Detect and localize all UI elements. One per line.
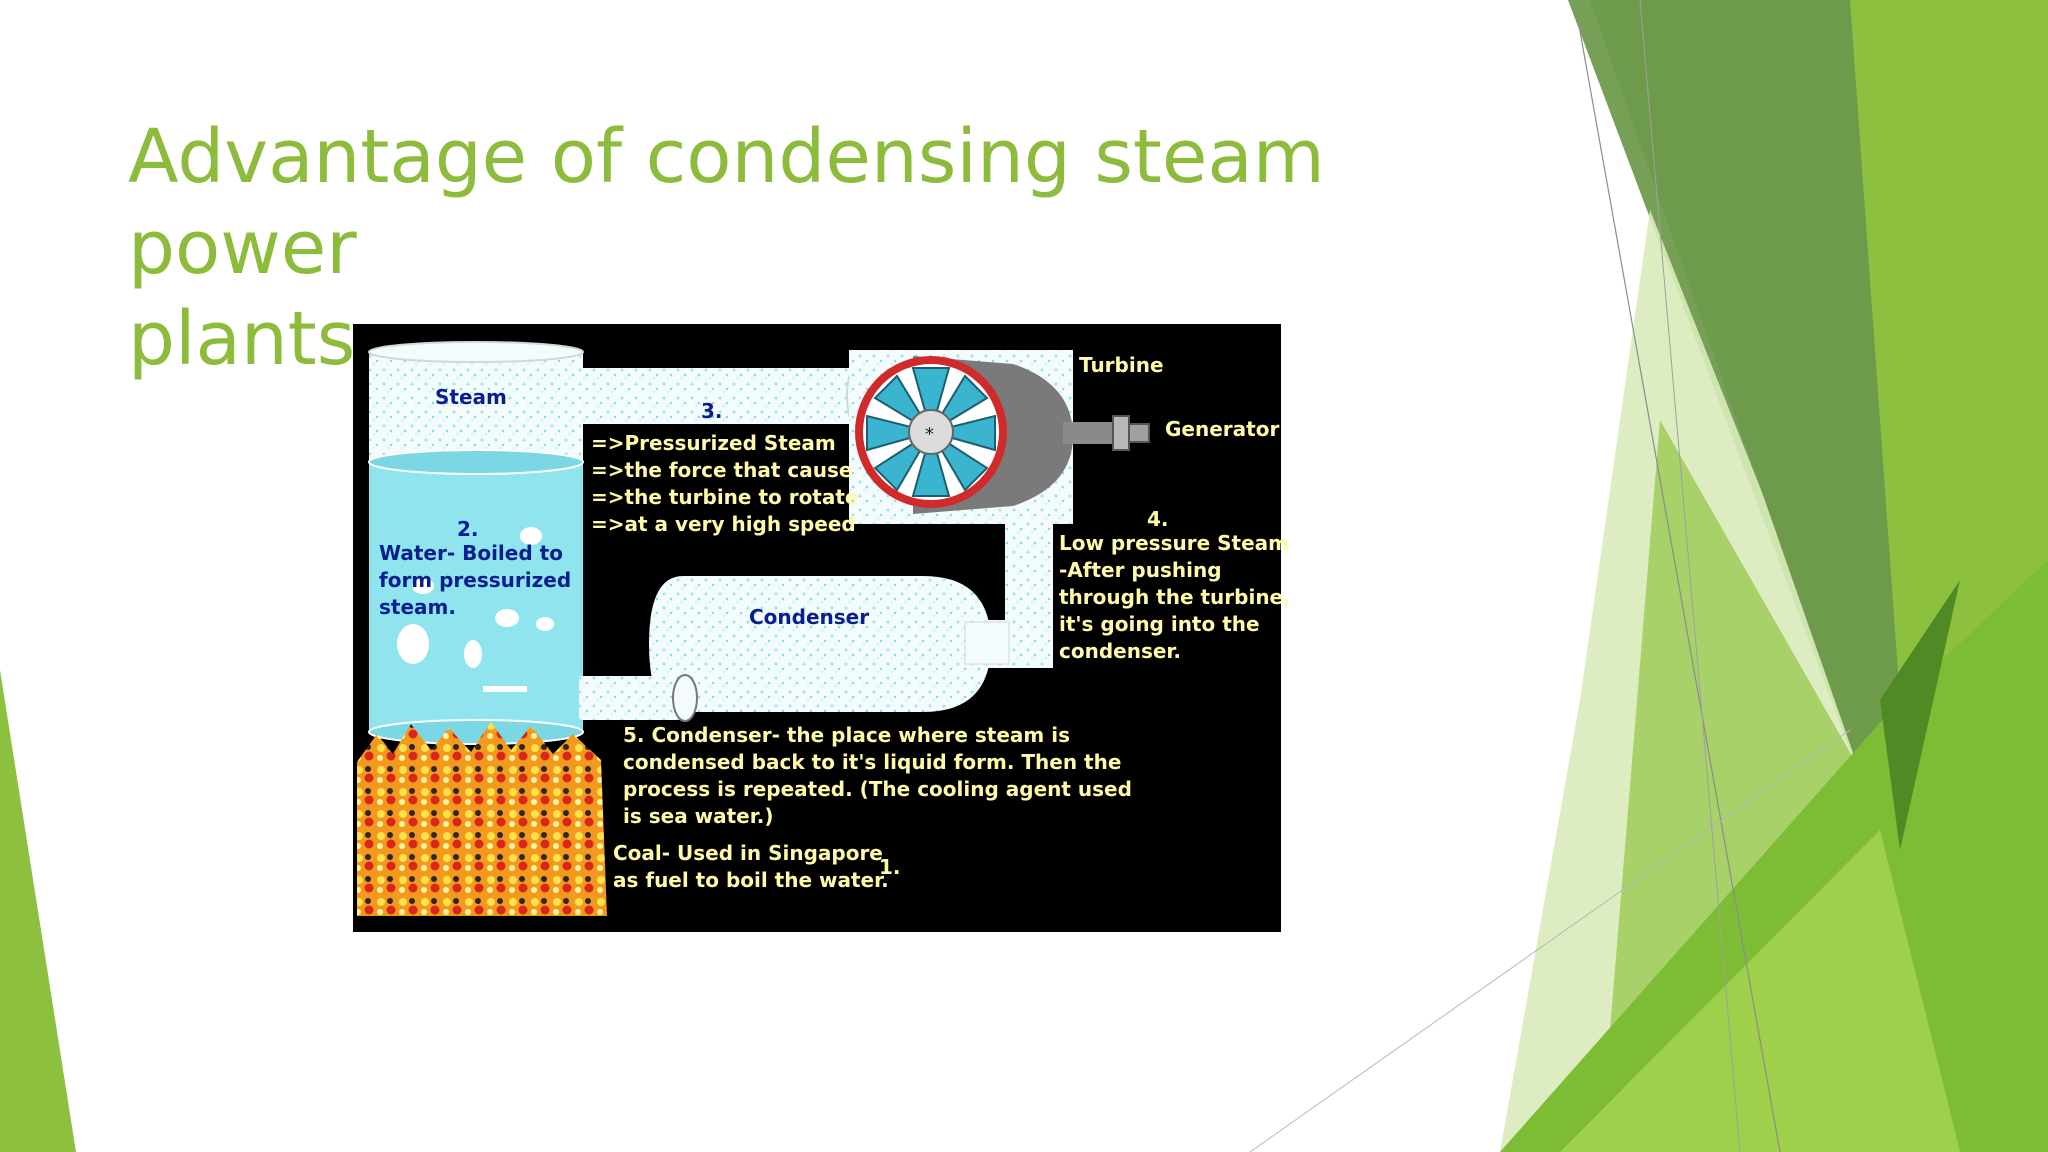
slide-title-line-1: Advantage of condensing steam power [128,114,1325,291]
return-pipe-end [672,674,698,722]
step-1-description: Coal- Used in Singapore as fuel to boil … [613,841,889,892]
boiler-water-surface [368,449,584,475]
turbine-blade [911,367,951,436]
step-3-description: =>Pressurized Steam =>the force that cau… [591,431,859,536]
slide-title-line-2: plants [128,296,356,382]
steam-pipe-top [581,368,857,424]
turbine-blade [927,414,996,452]
condenser-inlet [964,621,1010,665]
diagram-graphics: * [357,341,1150,916]
boiler-water [369,462,583,732]
step-4-description: Low pressure Steam -After pushing throug… [1059,531,1291,663]
boiler-tank [368,341,584,745]
step-5-description: 5. Condenser- the place where steam is c… [623,723,1132,828]
turbine: * [849,350,1150,524]
step-2-number: 2. [457,517,479,541]
boiler-steam-space [369,352,583,462]
deco-thin-line-3 [1639,0,1741,1152]
boiler-top-rim [368,341,584,363]
deco-thin-line-1 [1577,19,1781,1152]
deco-right-bottom-light [1560,830,1960,1152]
turbine-hub [908,409,954,455]
condenser [649,576,1010,712]
deco-right-dark-inner [1590,0,1900,830]
water-bubble [520,527,542,545]
water-bubble [536,617,554,631]
step-3-number: 3. [701,399,723,423]
water-bubble [495,609,519,627]
deco-right-deep-green [1880,580,1960,850]
step-2-description: Water- Boiled to form pressurized steam. [379,541,572,619]
turbine-blades [866,367,996,497]
water-bubble [483,686,527,692]
turbine-blade [866,414,935,452]
condenser-label: Condenser [749,605,870,629]
fire-flames [357,722,607,916]
turbine-hub-mark: * [925,424,934,445]
turbine-blade [911,428,951,497]
steam-power-plant-diagram: * Steam 3. =>Pressurized Steam =>the for… [353,324,1291,932]
steam-label: Steam [435,385,507,409]
deco-thin-line-2 [1249,729,1851,1152]
water-bubble [412,578,434,594]
generator-coupling [1112,415,1130,451]
turbine-label: Turbine [1079,353,1164,377]
generator-body [1128,423,1150,443]
step-4-number: 4. [1147,507,1169,531]
water-bubble [397,624,429,664]
water-bubble [464,640,482,668]
return-pipe [579,676,689,720]
deco-left-green-shard [0,670,76,1152]
water-bottom-rim [368,719,584,745]
condenser-shell [649,576,991,712]
generator-label: Generator [1165,417,1280,441]
step-1-number: 1. [879,855,901,879]
coal-fire [357,722,607,916]
turbine-shaft [1063,422,1121,444]
slide-title: Advantage of condensing steam power plan… [128,112,1528,385]
